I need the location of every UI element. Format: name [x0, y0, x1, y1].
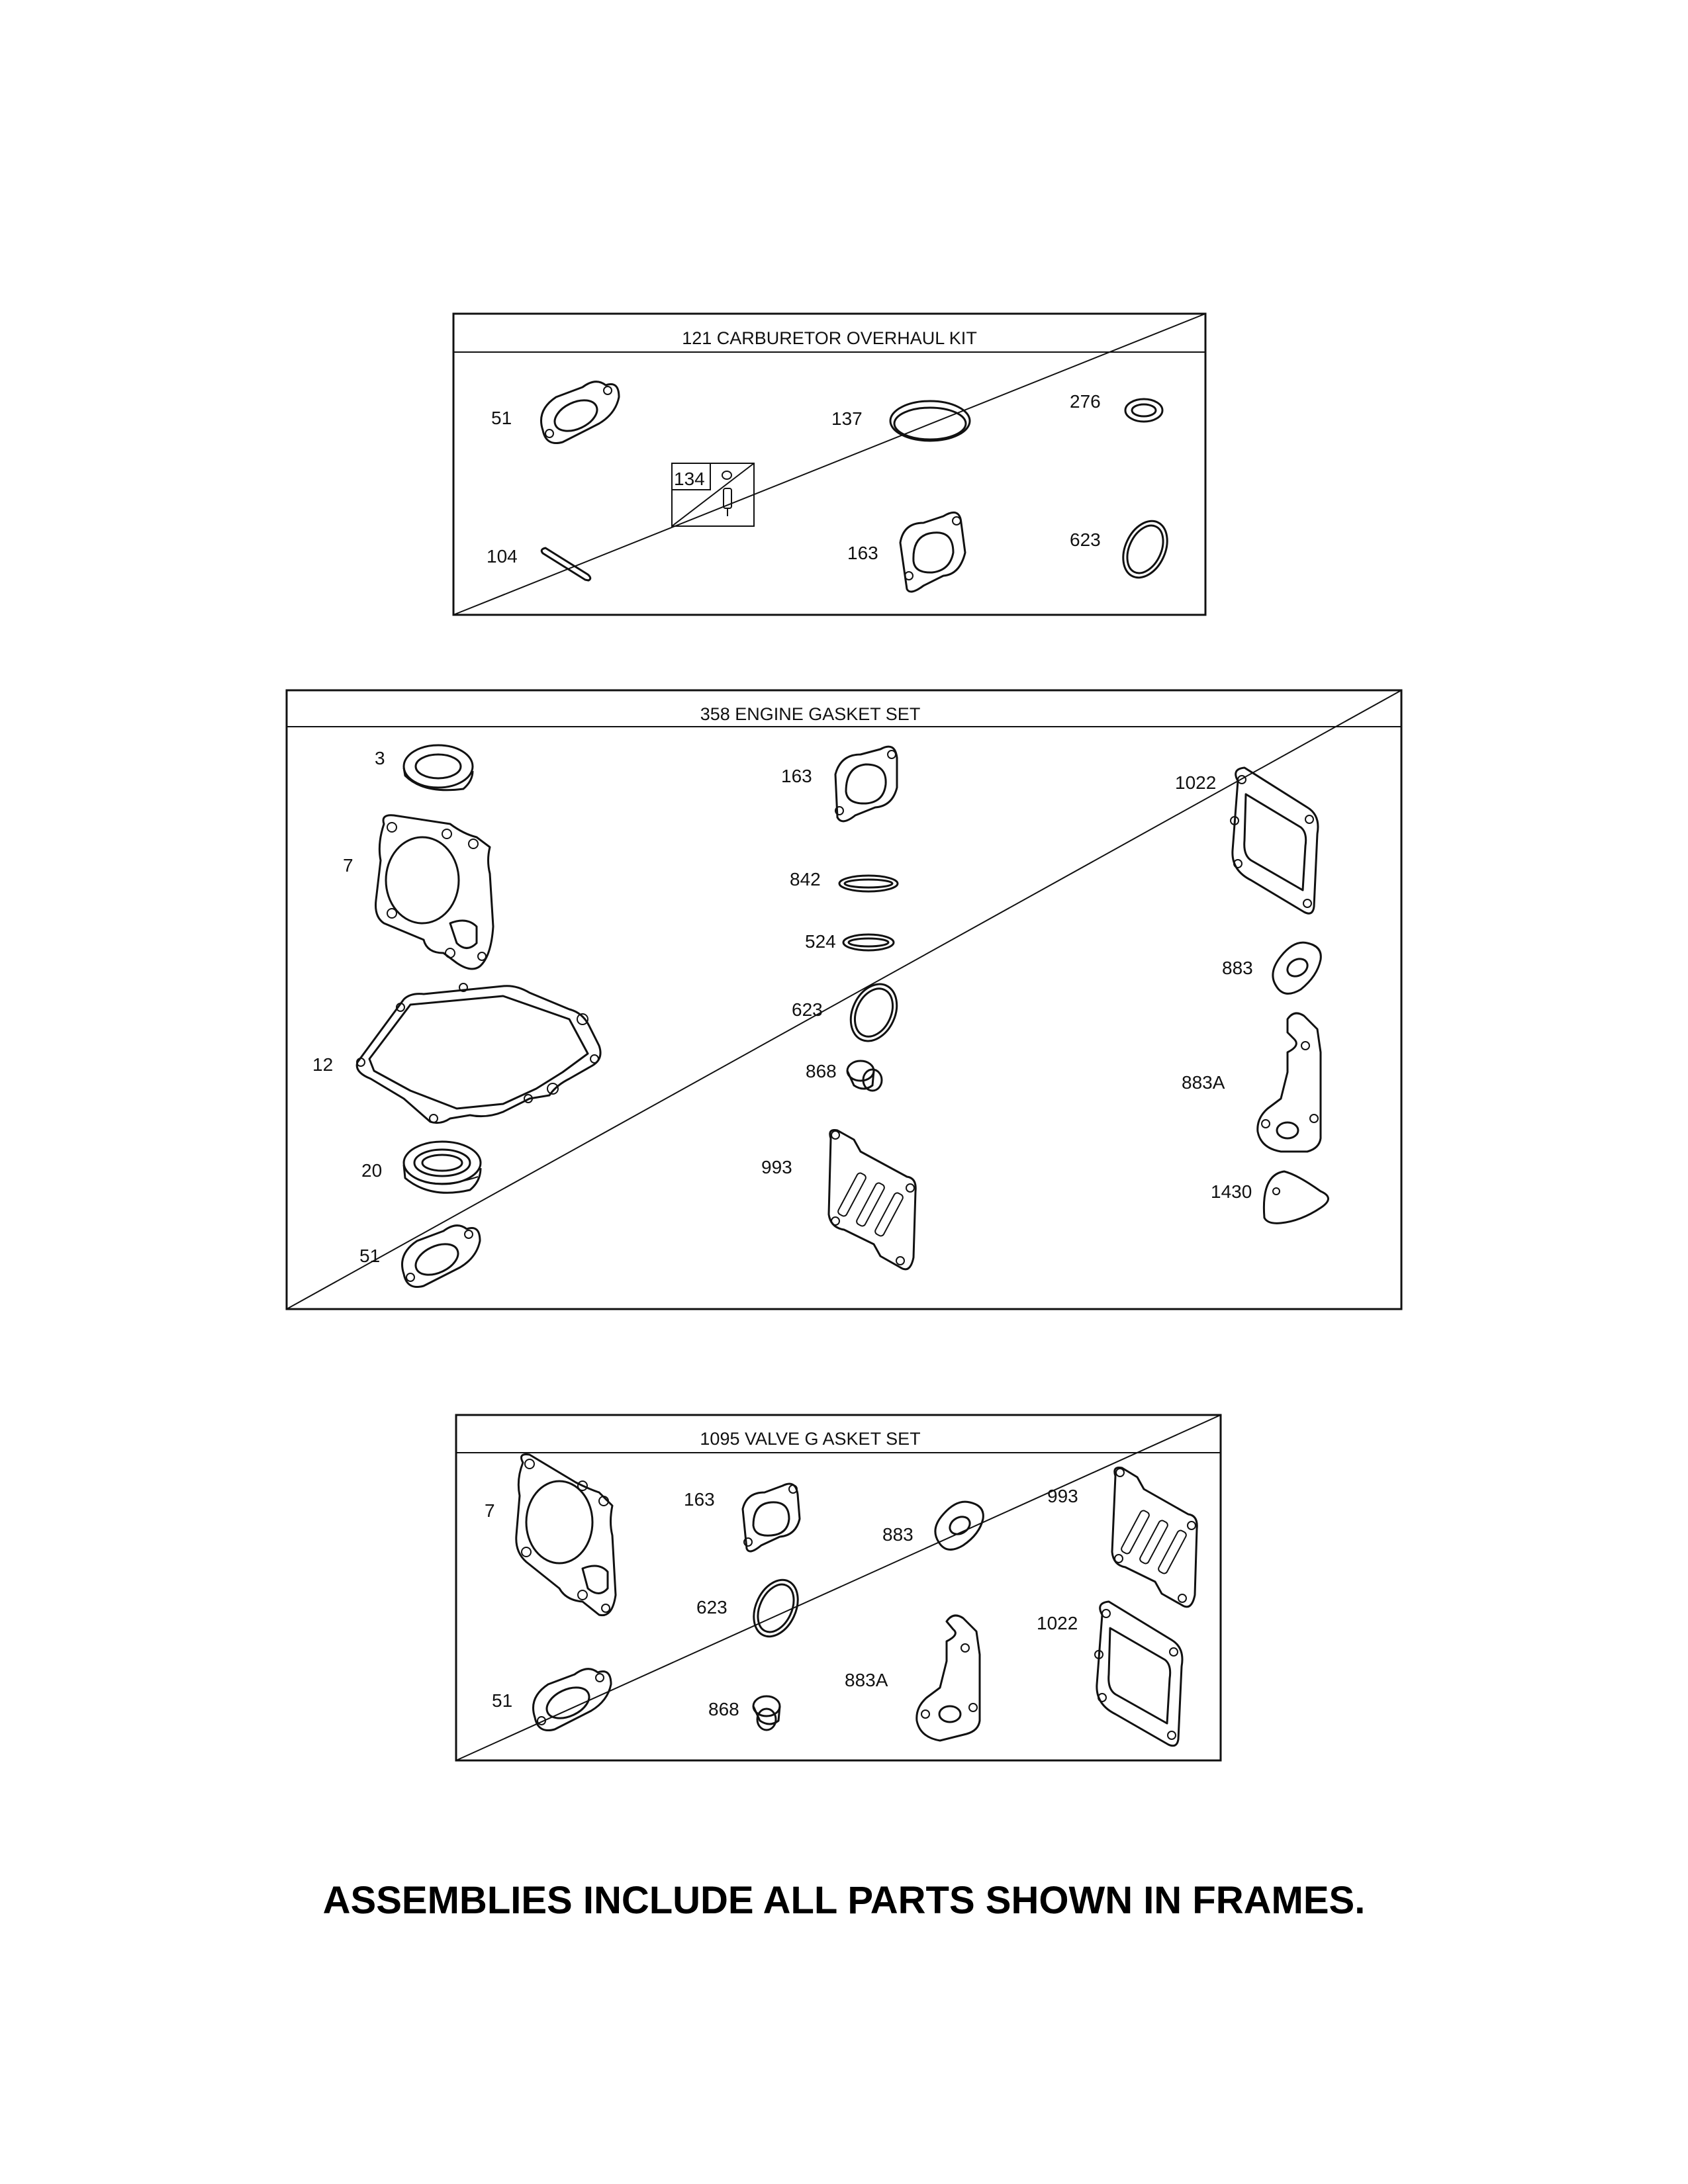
part-callout-868: 868 [708, 1699, 739, 1719]
part-callout-1022: 1022 [1175, 772, 1216, 793]
part-883A-bracket [915, 1614, 981, 1742]
part-callout-163: 163 [847, 543, 878, 563]
part-callout-623: 623 [696, 1597, 727, 1617]
part-276-washer [1124, 398, 1164, 423]
part-callout-163: 163 [684, 1489, 715, 1510]
part-868-seal [846, 1060, 883, 1092]
part-callout-20: 20 [361, 1160, 382, 1181]
frame-border [452, 312, 1207, 616]
part-1022-rocker-cover-gasket [1094, 1600, 1184, 1747]
part-163-gasket [834, 745, 898, 823]
part-134-needle-box [671, 463, 755, 527]
part-1430-gasket [1262, 1170, 1329, 1224]
part-868-seal [752, 1695, 781, 1731]
part-callout-134: 134 [674, 469, 705, 489]
part-callout-1430: 1430 [1211, 1181, 1252, 1202]
part-callout-842: 842 [790, 869, 821, 889]
part-callout-163: 163 [781, 766, 812, 786]
frame-diagonal [286, 690, 1402, 1310]
assemblies-note: ASSEMBLIES INCLUDE ALL PARTS SHOWN IN FR… [322, 1879, 1366, 1922]
part-3-oil-seal [402, 744, 474, 792]
part-callout-7: 7 [343, 855, 353, 876]
part-1022-rocker-cover-gasket [1230, 766, 1319, 915]
part-callout-276: 276 [1070, 391, 1101, 412]
part-callout-104: 104 [487, 546, 518, 567]
part-callout-883A: 883A [845, 1670, 888, 1690]
part-7-head-gasket [375, 814, 494, 970]
part-callout-51: 51 [491, 408, 512, 428]
part-137-ring [889, 400, 971, 442]
part-callout-868: 868 [806, 1061, 837, 1081]
part-842-ring [838, 874, 899, 893]
part-524-ring [842, 933, 895, 952]
part-883A-bracket [1256, 1012, 1322, 1153]
part-callout-51: 51 [359, 1246, 380, 1266]
part-callout-993: 993 [1047, 1486, 1078, 1506]
part-callout-883A: 883A [1182, 1072, 1225, 1093]
part-callout-524: 524 [805, 931, 836, 952]
part-883-gasket [934, 1500, 984, 1551]
frame-title: 1095 VALVE G ASKET SET [700, 1429, 920, 1449]
engine-gasket-set-frame: 358 ENGINE GASKET SET 3 163 1022 [285, 689, 1403, 1310]
part-993-breather-gasket [1111, 1467, 1198, 1608]
carburetor-overhaul-kit-frame: 121 CARBURETOR OVERHAUL KIT 51 137 276 [452, 312, 1207, 616]
part-163-gasket [899, 511, 966, 593]
part-623-oring [849, 983, 898, 1042]
frame-diagonal [455, 1414, 1221, 1761]
part-7-head-gasket [515, 1453, 617, 1617]
part-callout-51: 51 [492, 1690, 512, 1711]
frame-border [285, 689, 1403, 1310]
part-623-oring [753, 1578, 799, 1638]
frame-diagonal [453, 313, 1206, 615]
part-20-oil-seal [402, 1140, 482, 1194]
frame-border [455, 1414, 1222, 1762]
frame-title: 358 ENGINE GASKET SET [700, 704, 921, 724]
part-623-oring [1122, 520, 1168, 579]
part-163-gasket [741, 1482, 801, 1553]
part-callout-12: 12 [312, 1054, 333, 1075]
part-callout-623: 623 [792, 999, 823, 1020]
part-51-gasket [532, 1668, 612, 1731]
part-104-pin [540, 547, 592, 582]
part-51-gasket [401, 1224, 481, 1288]
part-callout-883: 883 [1222, 958, 1253, 978]
part-callout-7: 7 [485, 1500, 495, 1521]
part-callout-1022: 1022 [1037, 1613, 1078, 1633]
frame-title: 121 CARBURETOR OVERHAUL KIT [682, 328, 977, 348]
part-883-gasket [1272, 941, 1322, 995]
part-callout-883: 883 [882, 1524, 914, 1545]
part-callout-623: 623 [1070, 529, 1101, 550]
part-12-crankcase-gasket [355, 983, 602, 1124]
part-callout-993: 993 [761, 1157, 792, 1177]
part-51-gasket [540, 381, 620, 444]
valve-gasket-set-frame: 1095 VALVE G ASKET SET 7 163 883 [455, 1414, 1222, 1762]
part-callout-137: 137 [831, 408, 863, 429]
part-callout-3: 3 [375, 748, 385, 768]
part-993-breather-gasket [827, 1129, 917, 1271]
